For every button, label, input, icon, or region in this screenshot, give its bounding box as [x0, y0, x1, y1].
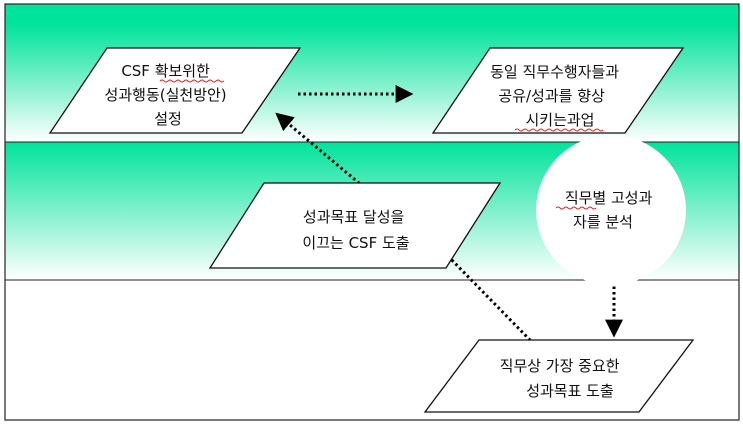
- node-key-goal[interactable]: 직무상 가장 중요한 성과목표 도출: [423, 339, 695, 413]
- spellcheck-underline: [159, 79, 225, 83]
- node-csf-action[interactable]: CSF 확보위한 성과행동(실천방안) 설정: [48, 47, 302, 134]
- spellcheck-underline: [514, 128, 604, 132]
- node-analyze[interactable]: 직무별 고성과 자를 분석: [536, 135, 686, 285]
- line-derive-to-keygoal: [442, 250, 532, 342]
- node-label: 직무별 고성과 자를 분석: [565, 189, 657, 231]
- node-label: CSF 확보위한 성과행동(실천방안) 설정: [105, 62, 232, 128]
- parallelogram-shape: [48, 47, 302, 134]
- node-label: 동일 직무수행자들과 공유/성과를 향상 시키는과업: [490, 63, 624, 129]
- parallelogram-shape: [423, 339, 695, 413]
- node-label: 직무상 가장 중요한 성과목표 도출: [500, 357, 625, 400]
- frame-border: [4, 3, 740, 421]
- circle-shape: [536, 135, 686, 285]
- parallelogram-shape: [208, 182, 502, 269]
- node-label: 성과목표 달성을 이끄는 CSF 도출: [302, 208, 409, 252]
- spellcheck-underline: [555, 206, 597, 210]
- node-derive-csf[interactable]: 성과목표 달성을 이끄는 CSF 도출: [208, 182, 502, 269]
- parallelogram-shape: [431, 47, 685, 134]
- node-share[interactable]: 동일 직무수행자들과 공유/성과를 향상 시키는과업: [431, 47, 685, 134]
- arrow-derive-to-csf: [275, 112, 373, 196]
